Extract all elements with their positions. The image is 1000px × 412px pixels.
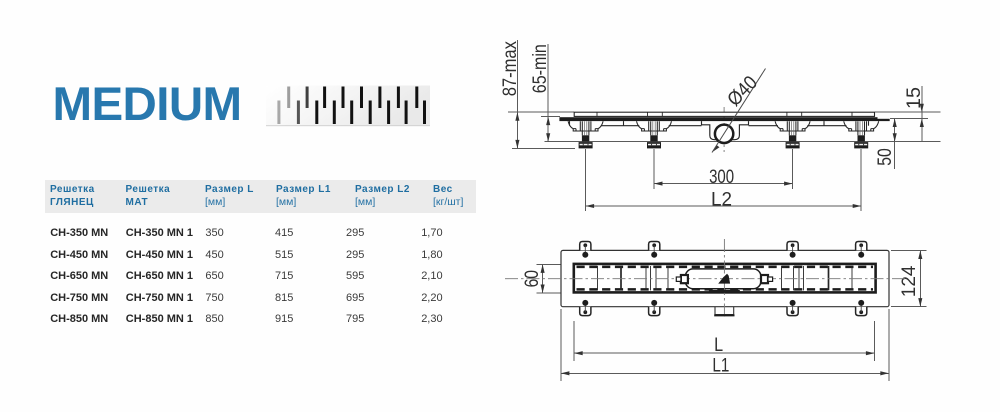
svg-text:L: L (714, 334, 723, 356)
svg-text:15: 15 (903, 87, 925, 109)
svg-text:L2: L2 (711, 188, 732, 210)
svg-text:65-min: 65-min (529, 44, 551, 93)
svg-text:87-max: 87-max (499, 41, 521, 96)
svg-text:124: 124 (898, 265, 920, 297)
svg-text:300: 300 (709, 166, 734, 188)
svg-text:50: 50 (874, 148, 896, 166)
svg-text:Ø40: Ø40 (723, 72, 762, 111)
svg-text:L1: L1 (712, 355, 729, 377)
